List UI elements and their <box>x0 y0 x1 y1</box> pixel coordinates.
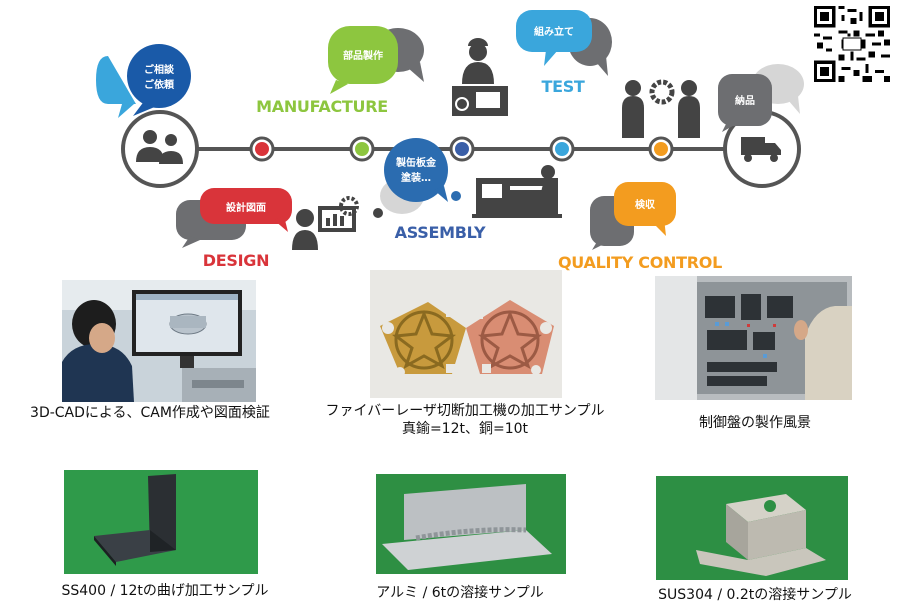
photo-3d-cad <box>62 280 256 402</box>
assembly-bubble: 製缶板金塗装… <box>373 138 461 218</box>
lathe-machine-icon <box>472 165 562 218</box>
people-gear-icon <box>622 79 700 138</box>
customers-icon <box>136 130 183 164</box>
photo-control-panel <box>655 276 852 400</box>
caption-sus304-weld: SUS304 / 0.2tの溶接サンプル <box>658 587 852 603</box>
stage-dot-manufacture <box>349 136 375 162</box>
qr-code <box>814 6 890 82</box>
test-bubble-text: 組み立て <box>534 25 574 38</box>
design-bubble-text: 設計図面 <box>226 201 266 214</box>
brass-pentagram-sample <box>380 302 466 377</box>
manufacture-bubble-text: 部品製作 <box>343 49 383 62</box>
photo-sus304-weld <box>656 476 848 580</box>
caption-control-panel: 制御盤の製作風景 <box>699 415 811 431</box>
stage-dot-qc <box>648 136 674 162</box>
stage-label-manufacture: MANUFACTURE <box>256 97 388 116</box>
design-bubble: 設計図面 <box>176 188 292 248</box>
process-flow-diagram: ご相談ご依頼 納品 設計図面 DESIGN <box>96 10 804 272</box>
stage-label-qc: QUALITY CONTROL <box>558 253 722 272</box>
stage-dot-design <box>249 136 275 162</box>
truck-icon <box>741 137 781 162</box>
stage-label-test: TEST <box>541 77 584 96</box>
svg-text:ご相談ご依頼: ご相談ご依頼 <box>144 63 175 91</box>
stage-dot-assembly <box>449 136 475 162</box>
assembly-bubble-line-1: 製缶板金 <box>395 156 437 169</box>
photo-aluminum-weld <box>376 474 566 574</box>
copper-pentagram-sample <box>466 300 554 375</box>
svg-text:製缶板金塗装…: 製缶板金塗装… <box>395 156 437 184</box>
photo-ss400-bend <box>64 470 258 574</box>
worker-machine-icon <box>452 38 508 116</box>
qc-bubble: 検収 <box>590 182 676 250</box>
manufacture-bubble: 部品製作 <box>328 26 424 94</box>
end-bubble: 納品 <box>718 64 804 132</box>
test-bubble: 組み立て <box>516 10 612 76</box>
caption-aluminum-weld: アルミ / 6tの溶接サンプル <box>376 585 544 601</box>
start-bubble: ご相談ご依頼 <box>96 44 191 118</box>
caption-laser-samples: ファイバーレーザ切断加工機の加工サンプル 真鍮=12t、銅=10t <box>300 402 630 438</box>
caption-ss400-bend: SS400 / 12tの曲げ加工サンプル <box>61 583 269 599</box>
start-bubble-line-2: ご依頼 <box>144 78 175 91</box>
start-node <box>121 110 199 188</box>
engineer-chart-icon <box>292 196 359 250</box>
assembly-bubble-line-2: 塗装… <box>401 171 431 184</box>
stage-dot-test <box>549 136 575 162</box>
stage-label-design: DESIGN <box>203 251 269 270</box>
stage-label-assembly: ASSEMBLY <box>395 223 486 242</box>
end-bubble-text: 納品 <box>735 94 755 107</box>
start-bubble-line-1: ご相談 <box>144 63 175 76</box>
caption-laser-samples-text: ファイバーレーザ切断加工機の加工サンプル 真鍮=12t、銅=10t <box>325 403 605 437</box>
caption-3d-cad: 3D-CADによる、CAM作成や図面検証 <box>30 405 270 421</box>
qc-bubble-text: 検収 <box>635 198 656 211</box>
photo-laser-samples <box>370 270 562 398</box>
